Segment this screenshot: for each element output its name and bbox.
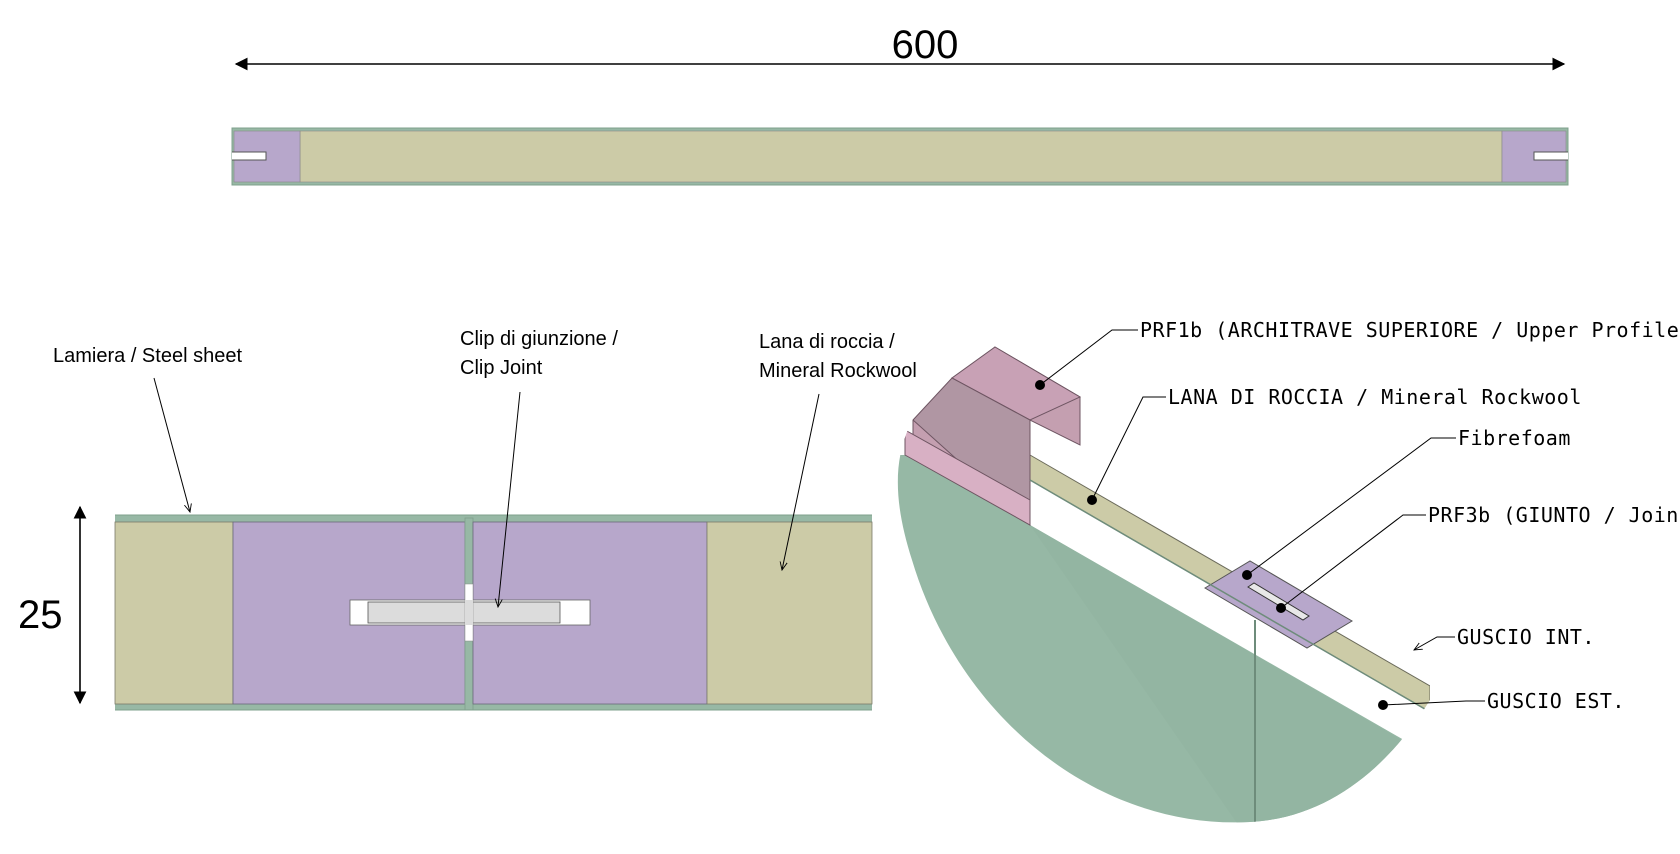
leader-prf3b xyxy=(1280,514,1426,609)
label-clip-line1: Clip di giunzione / xyxy=(460,328,618,350)
detail-profile-lip xyxy=(904,429,1031,526)
section-rockwool-right xyxy=(706,521,873,705)
label-guscio-int: GUSCIO INT. xyxy=(1457,625,1595,649)
thickness-dimension: 25 xyxy=(18,505,87,705)
leader-steel-sheet xyxy=(153,377,190,512)
leader-clip xyxy=(498,391,521,607)
leader-lana xyxy=(1091,396,1166,501)
panel-top-view xyxy=(231,127,1569,186)
label-fibrefoam: Fibrefoam xyxy=(1458,426,1571,450)
leader-guscio-int xyxy=(1414,636,1455,650)
joint-section xyxy=(114,514,873,711)
label-guscio-est: GUSCIO EST. xyxy=(1487,689,1625,713)
panel-left-slot xyxy=(232,151,267,161)
label-rockwool-line2: Mineral Rockwool xyxy=(759,360,917,382)
clip-joint xyxy=(367,601,561,624)
leader-rockwool xyxy=(782,393,820,570)
leader-guscio-est xyxy=(1382,700,1485,706)
leader-prf1b xyxy=(1039,329,1138,386)
leader-fibrefoam xyxy=(1246,437,1456,576)
panel-rockwool-core xyxy=(299,130,1503,183)
section-rockwool-left xyxy=(114,521,234,705)
detail-shell-right xyxy=(1030,525,1430,823)
width-dimension-label: 600 xyxy=(892,23,959,67)
label-steel-sheet: Lamiera / Steel sheet xyxy=(53,345,242,367)
section-annotations: Lamiera / Steel sheet Clip di giunzione … xyxy=(53,328,917,607)
detail-view: PRF1b (ARCHITRAVE SUPERIORE / Upper Prof… xyxy=(897,318,1680,823)
panel-right-slot xyxy=(1533,151,1568,161)
detail-inner-shell-edge xyxy=(1029,479,1430,713)
label-clip-line2: Clip Joint xyxy=(460,357,543,379)
clip-gap-bar xyxy=(465,600,473,625)
thickness-dimension-label: 25 xyxy=(18,593,63,637)
label-prf3b: PRF3b (GIUNTO / Joint) xyxy=(1428,503,1680,527)
label-rockwool-line1: Lana di roccia / xyxy=(759,331,895,353)
label-lana: LANA DI ROCCIA / Mineral Rockwool xyxy=(1168,385,1582,409)
width-dimension: 600 xyxy=(234,23,1566,71)
label-prf1b: PRF1b (ARCHITRAVE SUPERIORE / Upper Prof… xyxy=(1140,318,1680,342)
